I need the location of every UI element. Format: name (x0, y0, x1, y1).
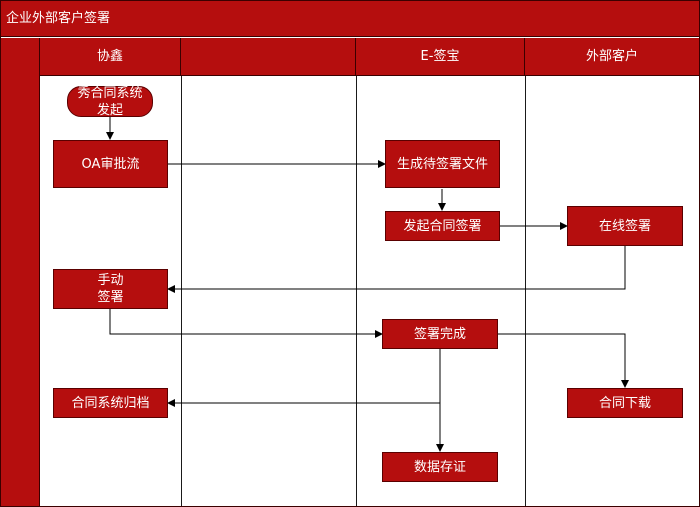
lane-divider-2 (356, 76, 357, 506)
node-download-label: 合同下载 (598, 395, 651, 411)
diagram-title: 企业外部客户签署 (1, 1, 699, 37)
arrow-complete-to-download (498, 333, 629, 388)
arrow-manual-to-complete (109, 309, 383, 338)
node-initiate-signing: 发起合同签署 (385, 211, 500, 241)
lane-divider-3 (525, 76, 526, 506)
node-online-signing: 在线签署 (567, 206, 683, 246)
arrow-online-to-manual (167, 246, 626, 293)
node-start-label: 秀合同系统 发起 (77, 85, 143, 118)
node-archive-label: 合同系统归档 (71, 395, 150, 411)
left-header-strip (1, 38, 40, 506)
node-archive: 合同系统归档 (53, 388, 168, 418)
node-online-label: 在线签署 (598, 218, 651, 234)
lane-divider-1 (181, 76, 182, 506)
node-contract-download: 合同下载 (567, 388, 683, 418)
node-generate-file: 生成待签署文件 (385, 140, 500, 188)
node-data-evidence: 数据存证 (382, 452, 498, 482)
node-oa-label: OA审批流 (81, 156, 140, 172)
node-start-contract-system: 秀合同系统 发起 (67, 85, 153, 118)
node-complete-label: 签署完成 (413, 326, 466, 342)
lane-header-external-customer: 外部客户 (525, 38, 699, 76)
node-evidence-label: 数据存证 (413, 459, 466, 475)
lane-header-esign: E-签宝 (356, 38, 525, 76)
lane-header-blank (181, 38, 356, 76)
node-oa-approval: OA审批流 (53, 140, 168, 188)
node-gen-label: 生成待签署文件 (396, 156, 488, 172)
node-manual-label: 手动 签署 (97, 273, 124, 305)
node-signing-complete: 签署完成 (382, 319, 498, 349)
node-initiate-label: 发起合同签署 (403, 218, 482, 234)
lane-header-xiexin: 协鑫 (40, 38, 181, 76)
node-manual-signing: 手动 签署 (53, 269, 168, 309)
